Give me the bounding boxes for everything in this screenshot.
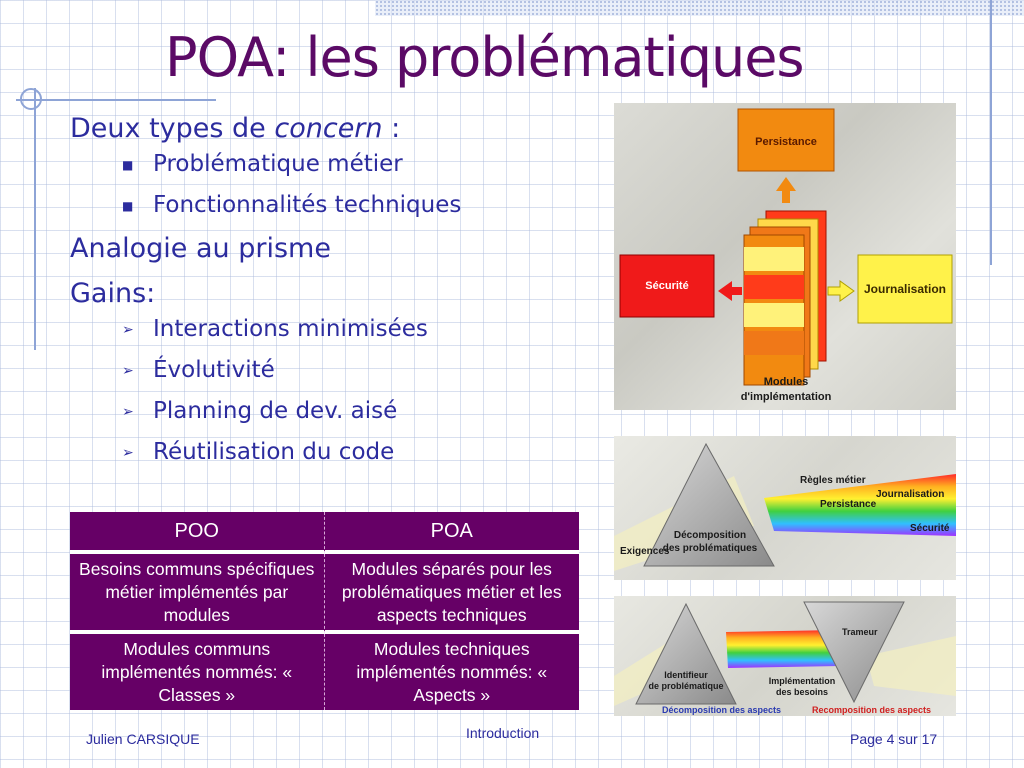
prism-decomposition-diagram: Règles métier Journalisation Persistance… (614, 436, 956, 580)
list-item: ■Fonctionnalités techniques (122, 192, 462, 218)
journalisation-label: Journalisation (876, 489, 944, 500)
implementation-label-line2: des besoins (776, 687, 828, 697)
list-item: ➢Réutilisation du code (122, 439, 395, 465)
securite-label: Sécurité (910, 523, 950, 534)
list-item: ➢Planning de dev. aisé (122, 398, 398, 424)
identifieur-label-line1: Identifieur (664, 670, 708, 680)
arrow-bullet-icon: ➢ (122, 445, 134, 461)
gains-heading: Gains: (70, 278, 156, 309)
table-cell: Modules techniques implémentés nommés: «… (324, 634, 579, 710)
persistance-label: Persistance (820, 499, 877, 510)
column-header-poo: POO (70, 512, 325, 554)
square-bullet-icon: ■ (122, 158, 134, 172)
decoration-circle (20, 88, 42, 110)
decomposition-aspects-label: Décomposition des aspects (662, 705, 781, 715)
modules-label-line2: d'implémentation (741, 391, 832, 403)
arrow-bullet-icon: ➢ (122, 322, 134, 338)
trameur-label: Trameur (842, 627, 878, 637)
column-header-poa: POA (324, 512, 579, 554)
title-underline (16, 99, 216, 101)
regles-label: Règles métier (800, 475, 866, 486)
square-bullet-icon: ■ (122, 199, 134, 213)
table-cell: Modules séparés pour les problématiques … (324, 554, 579, 634)
modules-label-line1: Modules (764, 376, 809, 388)
table-cell: Modules communs implémentés nommés: « Cl… (70, 634, 325, 710)
decomposition-label-line1: Décomposition (674, 530, 746, 541)
arrow-bullet-icon: ➢ (122, 404, 134, 420)
identifieur-label-line2: de problématique (648, 681, 723, 691)
prism-icon (643, 442, 775, 567)
footer-page-number: Page 4 sur 17 (850, 731, 938, 747)
comparison-table: POO POA Besoins communs spécifiques méti… (70, 512, 579, 710)
table-row: Besoins communs spécifiques métier implé… (70, 554, 579, 634)
right-decoration-line (990, 0, 992, 265)
arrow-up-icon (776, 177, 796, 203)
footer-section: Introduction (466, 725, 540, 741)
identifier-prism-icon (635, 602, 737, 705)
arrow-bullet-icon: ➢ (122, 363, 134, 379)
arrow-left-icon (718, 281, 742, 301)
exigences-label: Exigences (620, 546, 670, 557)
implementation-label-line1: Implémentation (769, 676, 836, 686)
slide-content: Deux types de concern : ■Problématique m… (70, 112, 600, 479)
recomposition-aspects-label: Recomposition des aspects (812, 705, 931, 715)
top-decoration-band (375, 0, 1024, 16)
weaver-prism-icon (803, 601, 905, 704)
list-item: ➢Interactions minimisées (122, 316, 428, 342)
left-decoration-line (34, 88, 36, 350)
slide-title: POA: les problématiques (165, 26, 805, 89)
journalisation-label: Journalisation (864, 282, 946, 296)
arrow-right-icon (827, 280, 855, 302)
table-cell: Besoins communs spécifiques métier implé… (70, 554, 325, 634)
footer-author: Julien CARSIQUE (86, 731, 200, 747)
concern-types-list: ■Problématique métier ■Fonctionnalités t… (70, 150, 600, 219)
persistance-label: Persistance (755, 136, 817, 148)
gains-list: ➢Interactions minimisées ➢Évolutivité ➢P… (70, 315, 600, 466)
table-header-row: POO POA (70, 512, 579, 554)
concern-types-heading: Deux types de concern : (70, 113, 401, 144)
securite-label: Sécurité (645, 280, 688, 292)
aspect-weaving-diagram: Trameur Identifieur de problématique Imp… (614, 596, 956, 716)
analogy-heading: Analogie au prisme (70, 233, 331, 264)
list-item: ➢Évolutivité (122, 357, 275, 383)
table-row: Modules communs implémentés nommés: « Cl… (70, 634, 579, 710)
list-item: ■Problématique métier (122, 151, 403, 177)
decomposition-label-line2: des problématiques (663, 543, 758, 554)
modules-diagram: Persistance Sécurité Journalisation Modu… (614, 103, 956, 410)
